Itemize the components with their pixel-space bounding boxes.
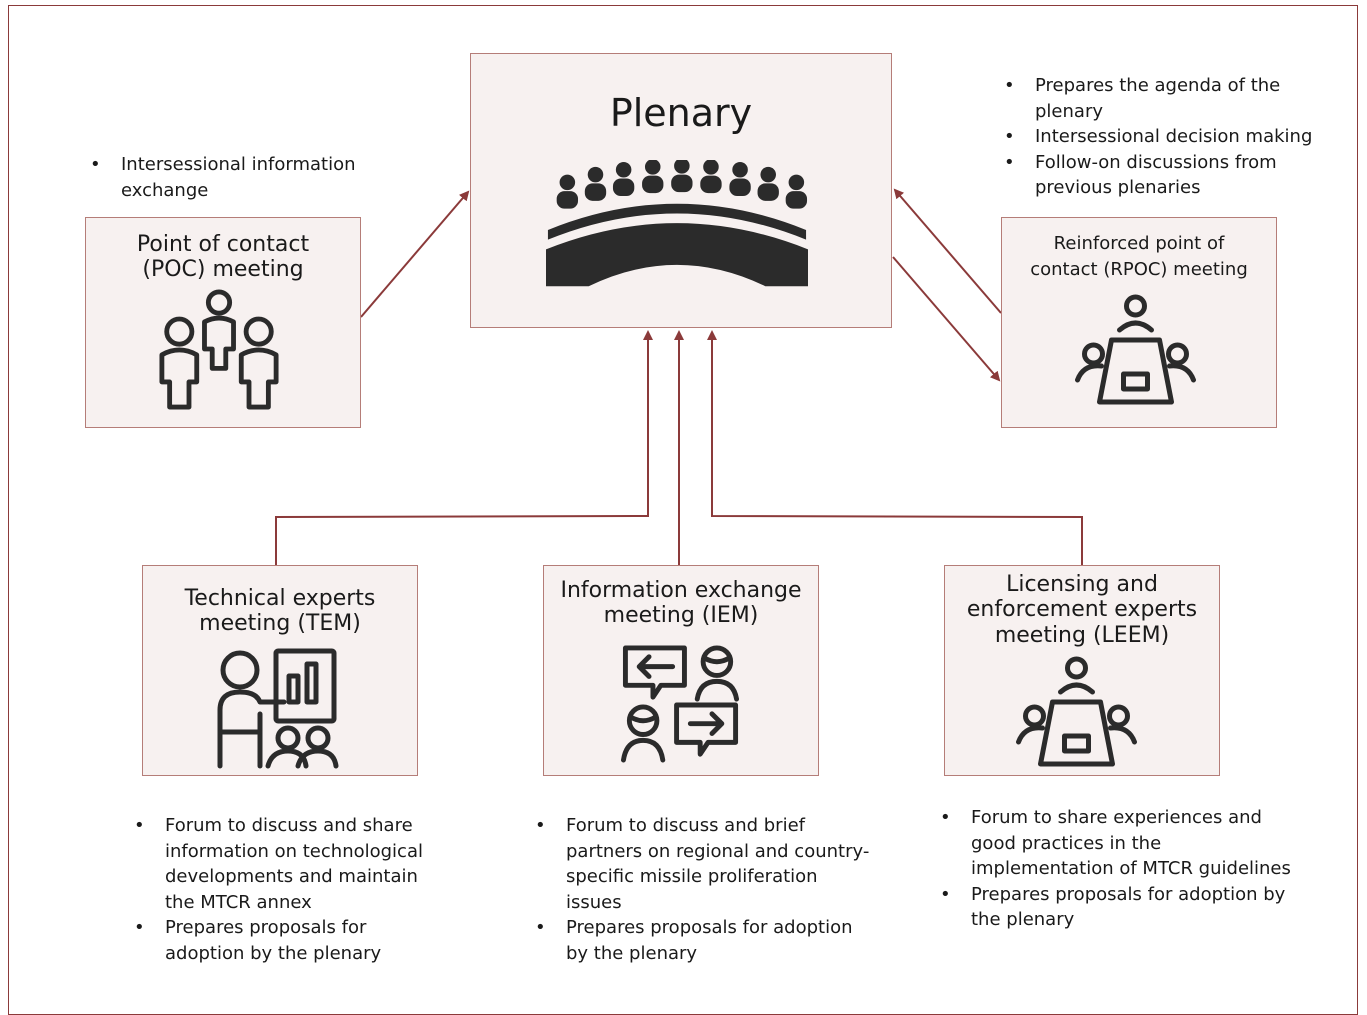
people-group-icon <box>159 289 279 410</box>
meeting-table-icon <box>1016 656 1137 767</box>
poc-box: Point of contact (POC) meeting <box>85 217 361 428</box>
rpoc-bullets: Prepares the agenda of the plenary Inter… <box>1002 73 1342 201</box>
assembly-hall-icon <box>546 160 808 287</box>
iem-box: Information exchange meeting (IEM) <box>543 565 819 776</box>
leem-bullet: Forum to share experiences and good prac… <box>938 805 1308 882</box>
rpoc-box: Reinforced point of contact (RPOC) meeti… <box>1001 217 1277 428</box>
poc-bullet: Intersessional information exchange <box>88 152 378 203</box>
iem-bullet: Forum to discuss and brief partners on r… <box>533 813 873 915</box>
poc-bullets: Intersessional information exchange <box>88 152 378 203</box>
arrow-rpoc-to-plenary <box>893 188 1002 314</box>
leem-bullet: Prepares proposals for adoption by the p… <box>938 882 1308 933</box>
arrow-leem-to-plenary <box>707 330 1083 565</box>
rpoc-bullet: Intersessional decision making <box>1002 124 1342 150</box>
plenary-box: Plenary <box>470 53 892 328</box>
presentation-icon <box>217 648 339 769</box>
tem-title: Technical experts meeting (TEM) <box>184 586 376 637</box>
iem-bullets: Forum to discuss and brief partners on r… <box>533 813 873 966</box>
leem-title: Licensing and enforcement experts meetin… <box>966 572 1198 648</box>
plenary-title: Plenary <box>609 91 753 135</box>
arrow-tem-to-plenary <box>275 330 653 565</box>
tem-bullet: Prepares proposals for adoption by the p… <box>132 915 442 966</box>
rpoc-bullet: Prepares the agenda of the plenary <box>1002 73 1342 124</box>
tem-bullet: Forum to discuss and share information o… <box>132 813 442 915</box>
arrow-plenary-to-rpoc <box>892 256 1001 382</box>
iem-bullet: Prepares proposals for adoption by the p… <box>533 915 873 966</box>
rpoc-bullet: Follow-on discussions from previous plen… <box>1002 150 1342 201</box>
tem-bullets: Forum to discuss and share information o… <box>132 813 442 966</box>
information-exchange-icon <box>621 645 740 763</box>
arrow-poc-to-plenary <box>360 190 470 318</box>
leem-bullets: Forum to share experiences and good prac… <box>938 805 1308 933</box>
tem-box: Technical experts meeting (TEM) <box>142 565 418 776</box>
poc-title: Point of contact (POC) meeting <box>136 232 310 283</box>
leem-box: Licensing and enforcement experts meetin… <box>944 565 1220 776</box>
iem-title: Information exchange meeting (IEM) <box>560 578 802 629</box>
rpoc-title: Reinforced point of contact (RPOC) meeti… <box>1030 233 1248 280</box>
meeting-table-icon <box>1075 294 1196 405</box>
